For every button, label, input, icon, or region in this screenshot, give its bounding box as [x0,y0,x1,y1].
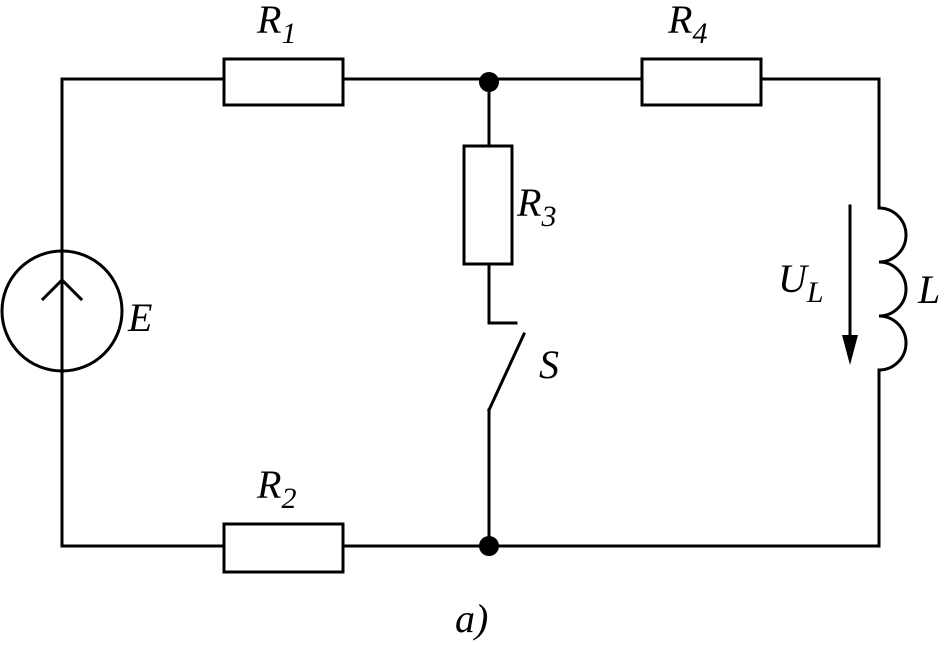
label-l: L [917,267,940,312]
resistor-r1 [222,57,345,107]
wires [60,77,881,548]
junction-bottom [479,536,499,556]
junction-top [479,72,499,92]
resistor-r2 [222,522,345,574]
voltage-arrow-head-icon [842,335,858,365]
switch-blade [487,332,526,412]
resistor-r4 [640,57,763,107]
wire-mid-switch-top [487,262,518,325]
label-s: S [539,342,559,387]
voltage-arrow [842,204,858,365]
resistor-r3 [462,144,514,266]
source-arrow-icon [40,277,84,302]
label-r3: R3 [516,180,556,233]
figure-caption: a) [455,596,488,641]
label-e: E [127,295,152,340]
voltage-source [0,249,124,373]
inductor-coil [877,206,908,372]
label-r2: R2 [256,462,296,515]
label-r4: R4 [667,0,707,50]
label-r1: R1 [256,0,296,50]
label-ul: UL [778,256,824,309]
